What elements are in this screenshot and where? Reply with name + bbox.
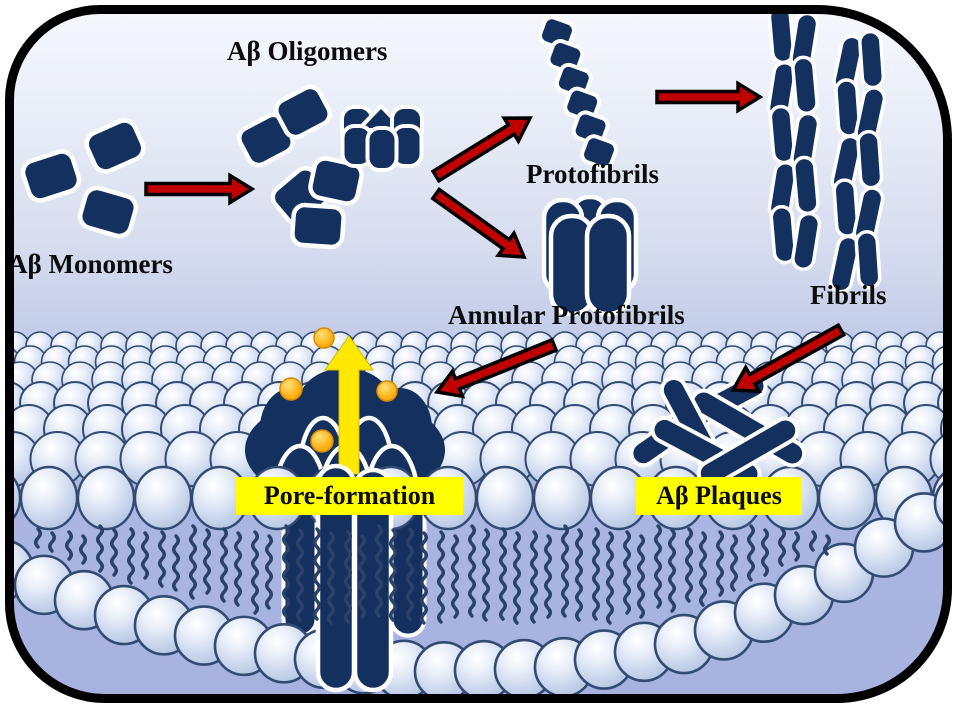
monomer-shapes (20, 118, 146, 239)
label-annular-protofibrils: Annular Protofibrils (448, 300, 685, 330)
label-ab-oligomers: Aβ Oligomers (227, 36, 388, 66)
label-fibrils: Fibrils (810, 280, 887, 310)
annular-protofibril-barrel (541, 194, 639, 317)
label-protofibrils: Protofibrils (526, 159, 659, 189)
label-ab-monomers: Aβ Monomers (8, 249, 173, 279)
ion-dot (279, 377, 303, 401)
diagram-background (5, 5, 952, 703)
label-ab-plaques: Aβ Plaques (636, 477, 802, 515)
arrow-oligomers-to-annular (430, 187, 527, 259)
pore-flux-arrow (324, 335, 374, 475)
amyloid-aggregates (20, 5, 887, 317)
plaque-aggregate (629, 371, 807, 489)
diagram-scene (5, 5, 952, 702)
ion-dot (310, 429, 334, 453)
lipid-tails (34, 524, 831, 625)
arrow-protofibrils-to-fibrils (655, 80, 764, 114)
oligomer-shapes (237, 84, 364, 250)
arrow-oligomers-to-protofibrils (430, 116, 533, 184)
arrow-annular-to-membrane (433, 337, 559, 399)
arrow-fibrils-to-plaques (730, 322, 847, 393)
protofibril-chain (538, 15, 618, 170)
arrow-monomers-to-oligomers (144, 172, 256, 206)
fibril-columns (766, 5, 887, 294)
membrane-top-surface (5, 331, 952, 487)
ion-dot (313, 327, 335, 349)
pore-channel-columns (315, 463, 394, 693)
ion-dot (376, 380, 398, 402)
pathway-arrows (144, 80, 847, 399)
label-pore-formation: Pore-formation (236, 477, 463, 515)
oligomer-barrel-top-view (340, 104, 424, 172)
